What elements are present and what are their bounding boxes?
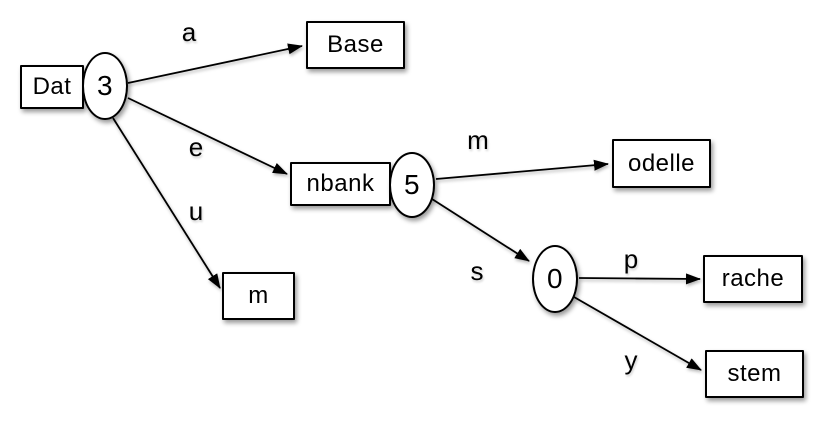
edge-arrow-dat-m (112, 117, 221, 289)
edge-arrow-nbank-zero (431, 198, 530, 262)
edge-label-y: y (624, 345, 638, 375)
edge-label-e: e (188, 132, 204, 162)
edge-arrow-dat-base (127, 43, 303, 84)
edge-label-a: a (181, 17, 197, 47)
node-dat: Dat (20, 65, 84, 109)
node-dat-count: 3 (82, 52, 128, 120)
edge-label-u: u (188, 196, 204, 226)
node-m: m (222, 272, 295, 320)
node-rache: rache (703, 255, 803, 303)
node-stem: stem (705, 350, 804, 398)
node-nbank-count: 5 (389, 152, 435, 218)
node-odelle: odelle (612, 139, 711, 188)
node-zero-count: 0 (532, 245, 578, 313)
node-nbank: nbank (290, 162, 391, 206)
edge-label-s: s (470, 256, 484, 286)
edge-label-p: p (623, 244, 639, 274)
edge-arrow-zero-rache (578, 273, 701, 285)
edge-arrow-dat-nbank (127, 97, 288, 175)
edge-label-m: m (467, 125, 489, 155)
node-base: Base (306, 21, 405, 69)
edge-arrow-zero-stem (573, 296, 702, 371)
edge-arrow-nbank-odelle (435, 159, 609, 180)
